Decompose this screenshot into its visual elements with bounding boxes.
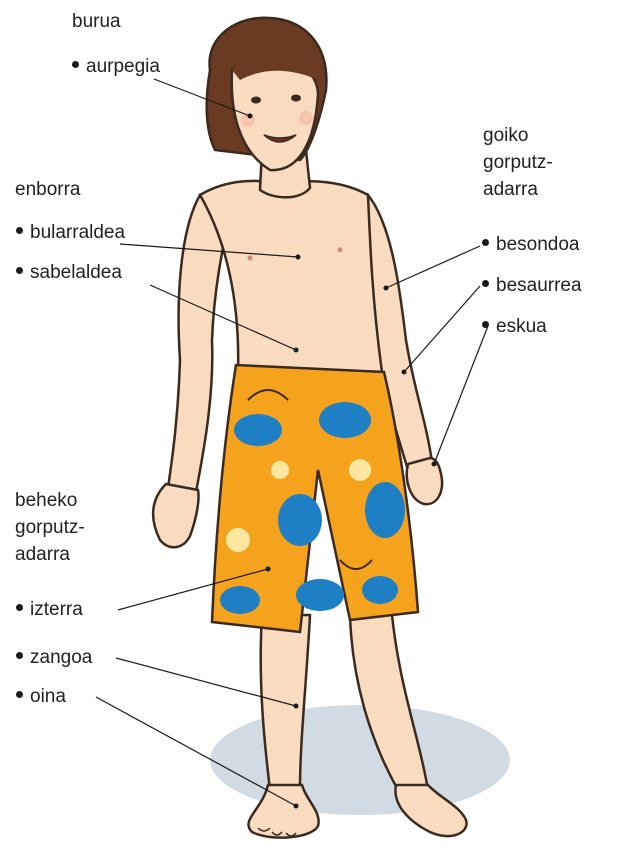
leader-eskua: [434, 326, 488, 464]
bullet-icon: [16, 691, 23, 698]
bullet-icon: [482, 280, 489, 287]
bullet-icon: [482, 321, 489, 328]
eye-right: [291, 95, 301, 102]
leader-besondoa: [386, 246, 480, 288]
label-aurpegia: aurpegia: [72, 56, 160, 78]
eye-left: [251, 97, 261, 104]
label-bularraldea: bularraldea: [16, 222, 125, 244]
label-eskua-text: eskua: [496, 316, 547, 337]
bullet-icon: [16, 267, 23, 274]
label-zangoa-text: zangoa: [30, 647, 92, 668]
label-zangoa: zangoa: [16, 647, 92, 669]
trunk-group-title-text: enborra: [15, 176, 81, 203]
head-group-title: burua: [72, 8, 121, 35]
upper-limb-group-title: goiko gorputz- adarra: [483, 122, 553, 203]
label-oina-text: oina: [30, 686, 66, 707]
bullet-icon: [16, 604, 23, 611]
bullet-icon: [16, 227, 23, 234]
label-sabelaldea: sabelaldea: [16, 262, 122, 284]
bullet-icon: [72, 61, 79, 68]
label-oina: oina: [16, 686, 66, 708]
shorts: [212, 365, 418, 632]
label-besondoa: besondoa: [482, 234, 579, 256]
nipple-left: [248, 256, 253, 261]
head: [207, 18, 327, 170]
label-besaurrea-text: besaurrea: [496, 275, 582, 296]
label-izterra: izterra: [16, 599, 83, 621]
label-sabelaldea-text: sabelaldea: [30, 262, 122, 283]
upper-limb-title-line-3: adarra: [483, 176, 553, 203]
lower-limb-title-line-1: beheko: [15, 487, 85, 514]
head-group-title-text: burua: [72, 8, 121, 35]
leader-besaurrea: [404, 286, 480, 372]
lower-limb-group-title: beheko gorputz- adarra: [15, 487, 85, 568]
floor-shadow: [210, 705, 510, 815]
upper-limb-title-line-2: gorputz-: [483, 149, 553, 176]
label-eskua: eskua: [482, 316, 547, 338]
label-aurpegia-text: aurpegia: [86, 56, 160, 77]
nipple-right: [338, 248, 343, 253]
upper-limb-title-line-1: goiko: [483, 122, 553, 149]
bullet-icon: [16, 652, 23, 659]
lower-limb-title-line-2: gorputz-: [15, 514, 85, 541]
label-izterra-text: izterra: [30, 599, 83, 620]
bullet-icon: [482, 239, 489, 246]
label-bularraldea-text: bularraldea: [30, 222, 125, 243]
torso: [200, 181, 382, 372]
lower-limb-title-line-3: adarra: [15, 541, 85, 568]
trunk-group-title: enborra: [15, 176, 81, 203]
label-besaurrea: besaurrea: [482, 275, 582, 297]
label-besondoa-text: besondoa: [496, 234, 579, 255]
